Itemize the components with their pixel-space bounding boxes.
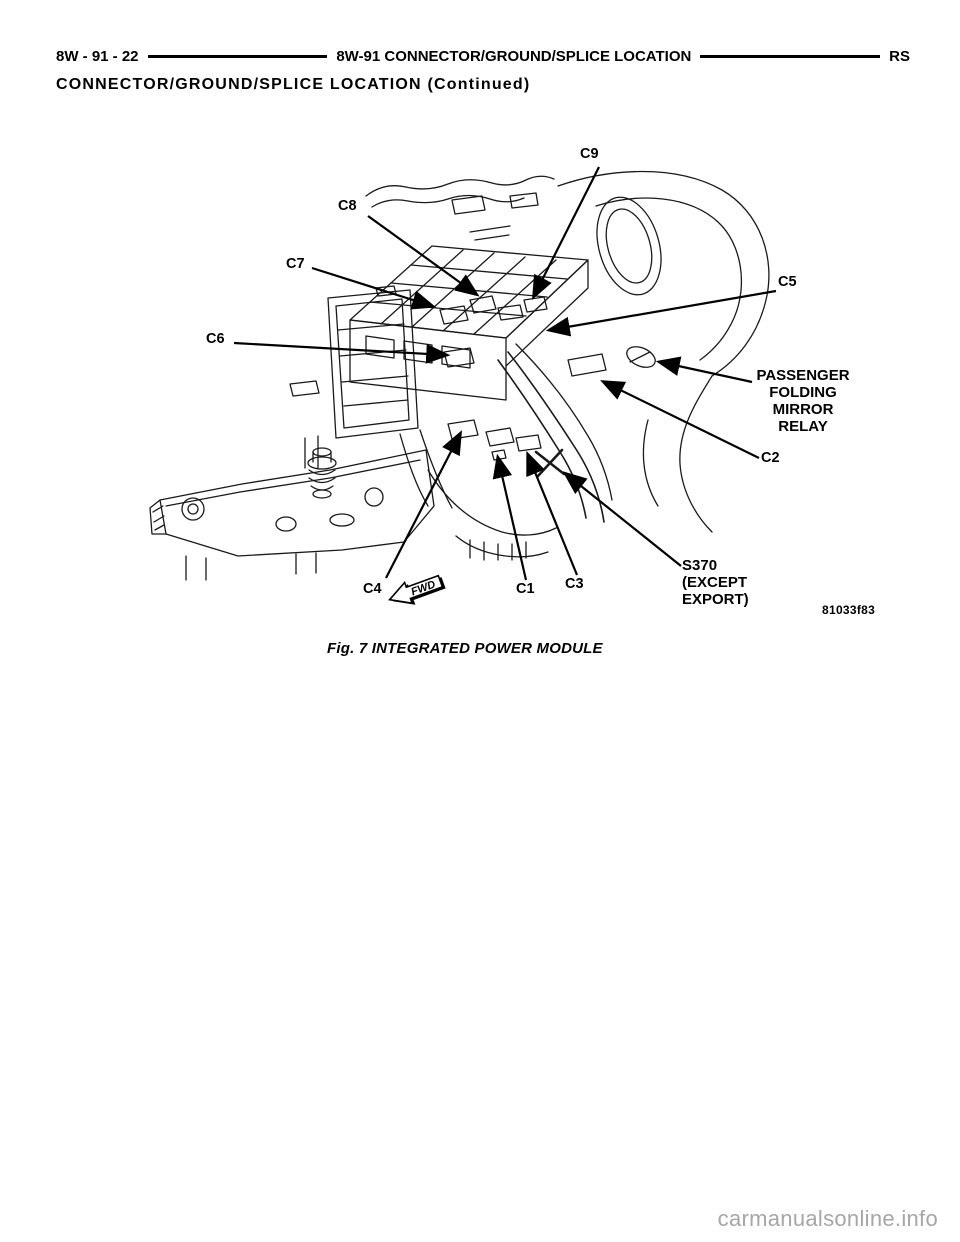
- arrow-c9: [532, 166, 600, 300]
- power-module: [349, 245, 589, 401]
- callout-c6: C6: [206, 331, 225, 347]
- figure-line-art: FWD: [149, 166, 777, 605]
- arrow-c3: [526, 450, 579, 576]
- lower-structures: [427, 469, 557, 561]
- callout-c2: C2: [761, 450, 780, 466]
- callout-c9: C9: [580, 146, 599, 162]
- leader-arrows: [233, 166, 777, 581]
- figure-code: 81033f83: [822, 603, 876, 617]
- arrow-c8: [367, 215, 480, 297]
- splice-s370-label: S370 (EXCEPT EXPORT): [682, 557, 749, 608]
- callout-c4: C4: [363, 581, 382, 597]
- header-section-code: RS: [889, 48, 910, 65]
- watermark: carmanualsonline.info: [717, 1206, 938, 1231]
- connector-cluster: [439, 295, 607, 461]
- figure-caption: Fig. 7 INTEGRATED POWER MODULE: [327, 640, 603, 657]
- header-title: 8W-91 CONNECTOR/GROUND/SPLICE LOCATION: [336, 48, 692, 65]
- page-number: 8W - 91 - 22: [56, 48, 139, 65]
- page-header: 8W - 91 - 22 8W-91 CONNECTOR/GROUND/SPLI…: [56, 48, 910, 65]
- callout-c1: C1: [516, 581, 535, 597]
- wiring-harness: [399, 343, 613, 523]
- frame-tray: [149, 435, 435, 581]
- header-rule-right: [700, 55, 881, 58]
- section-subtitle: CONNECTOR/GROUND/SPLICE LOCATION (Contin…: [56, 76, 531, 93]
- header-rule-left: [147, 55, 328, 58]
- arrow-c4: [385, 430, 463, 579]
- arrow-c7: [311, 266, 437, 310]
- callout-c3: C3: [565, 576, 584, 592]
- arrow-s370: [562, 471, 682, 567]
- relay-oval: [626, 346, 656, 368]
- arrow-relay: [655, 356, 753, 384]
- arrow-c6: [233, 341, 451, 364]
- callout-c5: C5: [778, 274, 797, 290]
- arrow-c5: [545, 289, 777, 337]
- callout-c8: C8: [338, 198, 357, 214]
- arrow-c1: [492, 453, 528, 581]
- engine-bay-drawing: [149, 170, 770, 581]
- relay-label: PASSENGER FOLDING MIRROR RELAY: [756, 367, 850, 435]
- bolt-spring: [307, 447, 337, 499]
- fwd-arrow: FWD: [388, 574, 446, 605]
- callout-c7: C7: [286, 256, 305, 272]
- arrow-c2: [600, 380, 760, 459]
